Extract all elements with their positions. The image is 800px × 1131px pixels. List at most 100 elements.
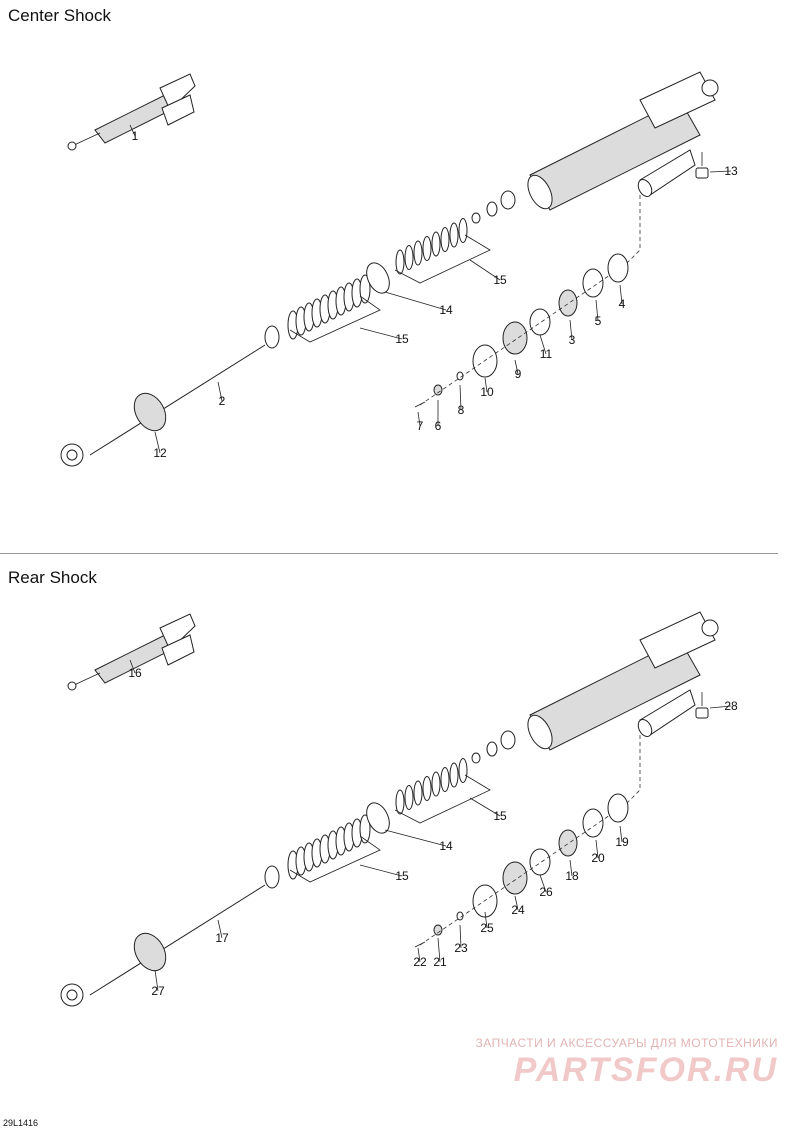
rear-callout-18: 18 bbox=[565, 869, 579, 883]
center-shim-upper bbox=[440, 227, 450, 252]
rear-shim-upper bbox=[404, 785, 414, 810]
rear-washer-a bbox=[486, 741, 498, 757]
rear-bleed-screw bbox=[433, 924, 443, 936]
center-reservoir-cap bbox=[637, 179, 653, 197]
center-callout-10: 10 bbox=[480, 385, 494, 399]
rear-reservoir-cap bbox=[637, 719, 653, 737]
rear-shim-upper bbox=[422, 776, 432, 801]
center-body-head bbox=[639, 71, 716, 129]
center-callout-9: 9 bbox=[515, 367, 522, 381]
center-callout-leader bbox=[359, 327, 403, 340]
rear-shim-upper bbox=[413, 780, 423, 806]
rear-callout-leader bbox=[129, 659, 136, 674]
rear-bottom-eyelet-hole bbox=[66, 989, 78, 1001]
rear-piston bbox=[366, 802, 390, 834]
rear-callout-leader bbox=[437, 937, 441, 963]
center-callout-4: 4 bbox=[619, 297, 626, 311]
center-shock-title: Center Shock bbox=[8, 6, 111, 25]
center-shim-upper bbox=[404, 245, 414, 270]
rear-axis-dash bbox=[419, 814, 611, 946]
rear-shim-lower-bracket bbox=[289, 835, 381, 883]
rear-shim-upper-bracket bbox=[394, 774, 491, 824]
center-body-end bbox=[527, 174, 553, 210]
center-callout-2: 2 bbox=[219, 394, 226, 408]
center-callout-leader bbox=[484, 377, 488, 393]
rear-callout-28: 28 bbox=[724, 699, 738, 713]
rear-callout-20: 20 bbox=[591, 851, 605, 865]
center-callout-leader bbox=[384, 291, 447, 311]
center-collar bbox=[133, 392, 167, 432]
rear-callout-25: 25 bbox=[480, 921, 494, 935]
rear-callout-27: 27 bbox=[151, 984, 165, 998]
center-callout-5: 5 bbox=[595, 314, 602, 328]
center-shim-upper bbox=[458, 218, 468, 243]
rear-shim-upper bbox=[449, 762, 459, 788]
rear-callout-21: 21 bbox=[433, 955, 447, 969]
center-bearing-cap bbox=[558, 289, 578, 317]
center-callout-leader bbox=[569, 319, 573, 341]
rear-callout-leader bbox=[417, 947, 421, 963]
center-callout-leader bbox=[539, 334, 547, 355]
rear-callout-26: 26 bbox=[539, 885, 553, 899]
rear-overview-reservoir bbox=[161, 634, 195, 666]
rear-callout-15: 15 bbox=[493, 809, 507, 823]
rear-washer-b bbox=[471, 752, 481, 764]
center-oring-a bbox=[582, 268, 604, 298]
rear-callout-leader bbox=[384, 829, 447, 847]
center-pin bbox=[414, 401, 426, 408]
rear-spacer-disc bbox=[264, 865, 280, 889]
rear-shim-upper bbox=[431, 771, 441, 797]
center-valve-cap bbox=[695, 167, 709, 179]
center-shim-upper bbox=[431, 231, 441, 257]
center-callout-leader bbox=[129, 124, 136, 137]
rear-callout-leader bbox=[709, 705, 732, 709]
center-callout-leader bbox=[217, 381, 223, 402]
rear-overview-head bbox=[159, 613, 196, 651]
rear-shaft bbox=[89, 884, 266, 996]
center-callout-15: 15 bbox=[493, 273, 507, 287]
center-shaft bbox=[89, 344, 266, 456]
rear-overview-eye bbox=[67, 681, 77, 691]
rear-pin bbox=[414, 941, 426, 948]
center-bottom-eyelet-hole bbox=[66, 449, 78, 461]
rear-membrane-b bbox=[529, 848, 551, 876]
center-shim-upper bbox=[449, 222, 459, 248]
center-shim-upper bbox=[422, 236, 432, 261]
center-callout-13: 13 bbox=[724, 164, 738, 178]
center-callout-leader bbox=[459, 384, 462, 411]
center-overview-rod bbox=[71, 132, 101, 147]
center-callout-12: 12 bbox=[153, 446, 167, 460]
center-callout-11: 11 bbox=[540, 347, 553, 361]
rear-nut bbox=[500, 730, 516, 750]
rear-shim-upper bbox=[458, 758, 468, 783]
center-callout-7: 7 bbox=[417, 419, 424, 433]
rear-callout-leader bbox=[619, 825, 623, 843]
center-callout-14: 14 bbox=[439, 303, 453, 317]
rear-oring-a bbox=[582, 808, 604, 838]
rear-shim-upper bbox=[440, 767, 450, 792]
rear-reservoir-dash bbox=[624, 735, 641, 806]
center-callout-leader bbox=[514, 359, 519, 375]
center-callout-3: 3 bbox=[569, 333, 576, 347]
center-callout-leader bbox=[154, 431, 161, 454]
center-nut bbox=[500, 190, 516, 210]
center-top-eyelet bbox=[701, 79, 719, 97]
center-washer-a bbox=[486, 201, 498, 217]
center-overview-head bbox=[159, 73, 196, 111]
figure-code: 29L1416 bbox=[3, 1118, 39, 1128]
center-shim-upper-bracket bbox=[394, 234, 491, 284]
center-membrane-b bbox=[529, 308, 551, 336]
center-callout-leader bbox=[595, 299, 599, 322]
rear-body-head bbox=[639, 611, 716, 669]
center-shim-upper bbox=[395, 249, 405, 275]
center-washer-b bbox=[471, 212, 481, 224]
center-callout-leader bbox=[709, 170, 732, 173]
rear-callout-19: 19 bbox=[615, 835, 629, 849]
center-callout-8: 8 bbox=[458, 403, 465, 417]
rear-membrane-a bbox=[607, 793, 629, 823]
rear-top-eyelet bbox=[701, 619, 719, 637]
rear-callout-15: 15 bbox=[395, 869, 409, 883]
rear-collar bbox=[133, 932, 167, 972]
center-seal-head bbox=[502, 321, 528, 355]
